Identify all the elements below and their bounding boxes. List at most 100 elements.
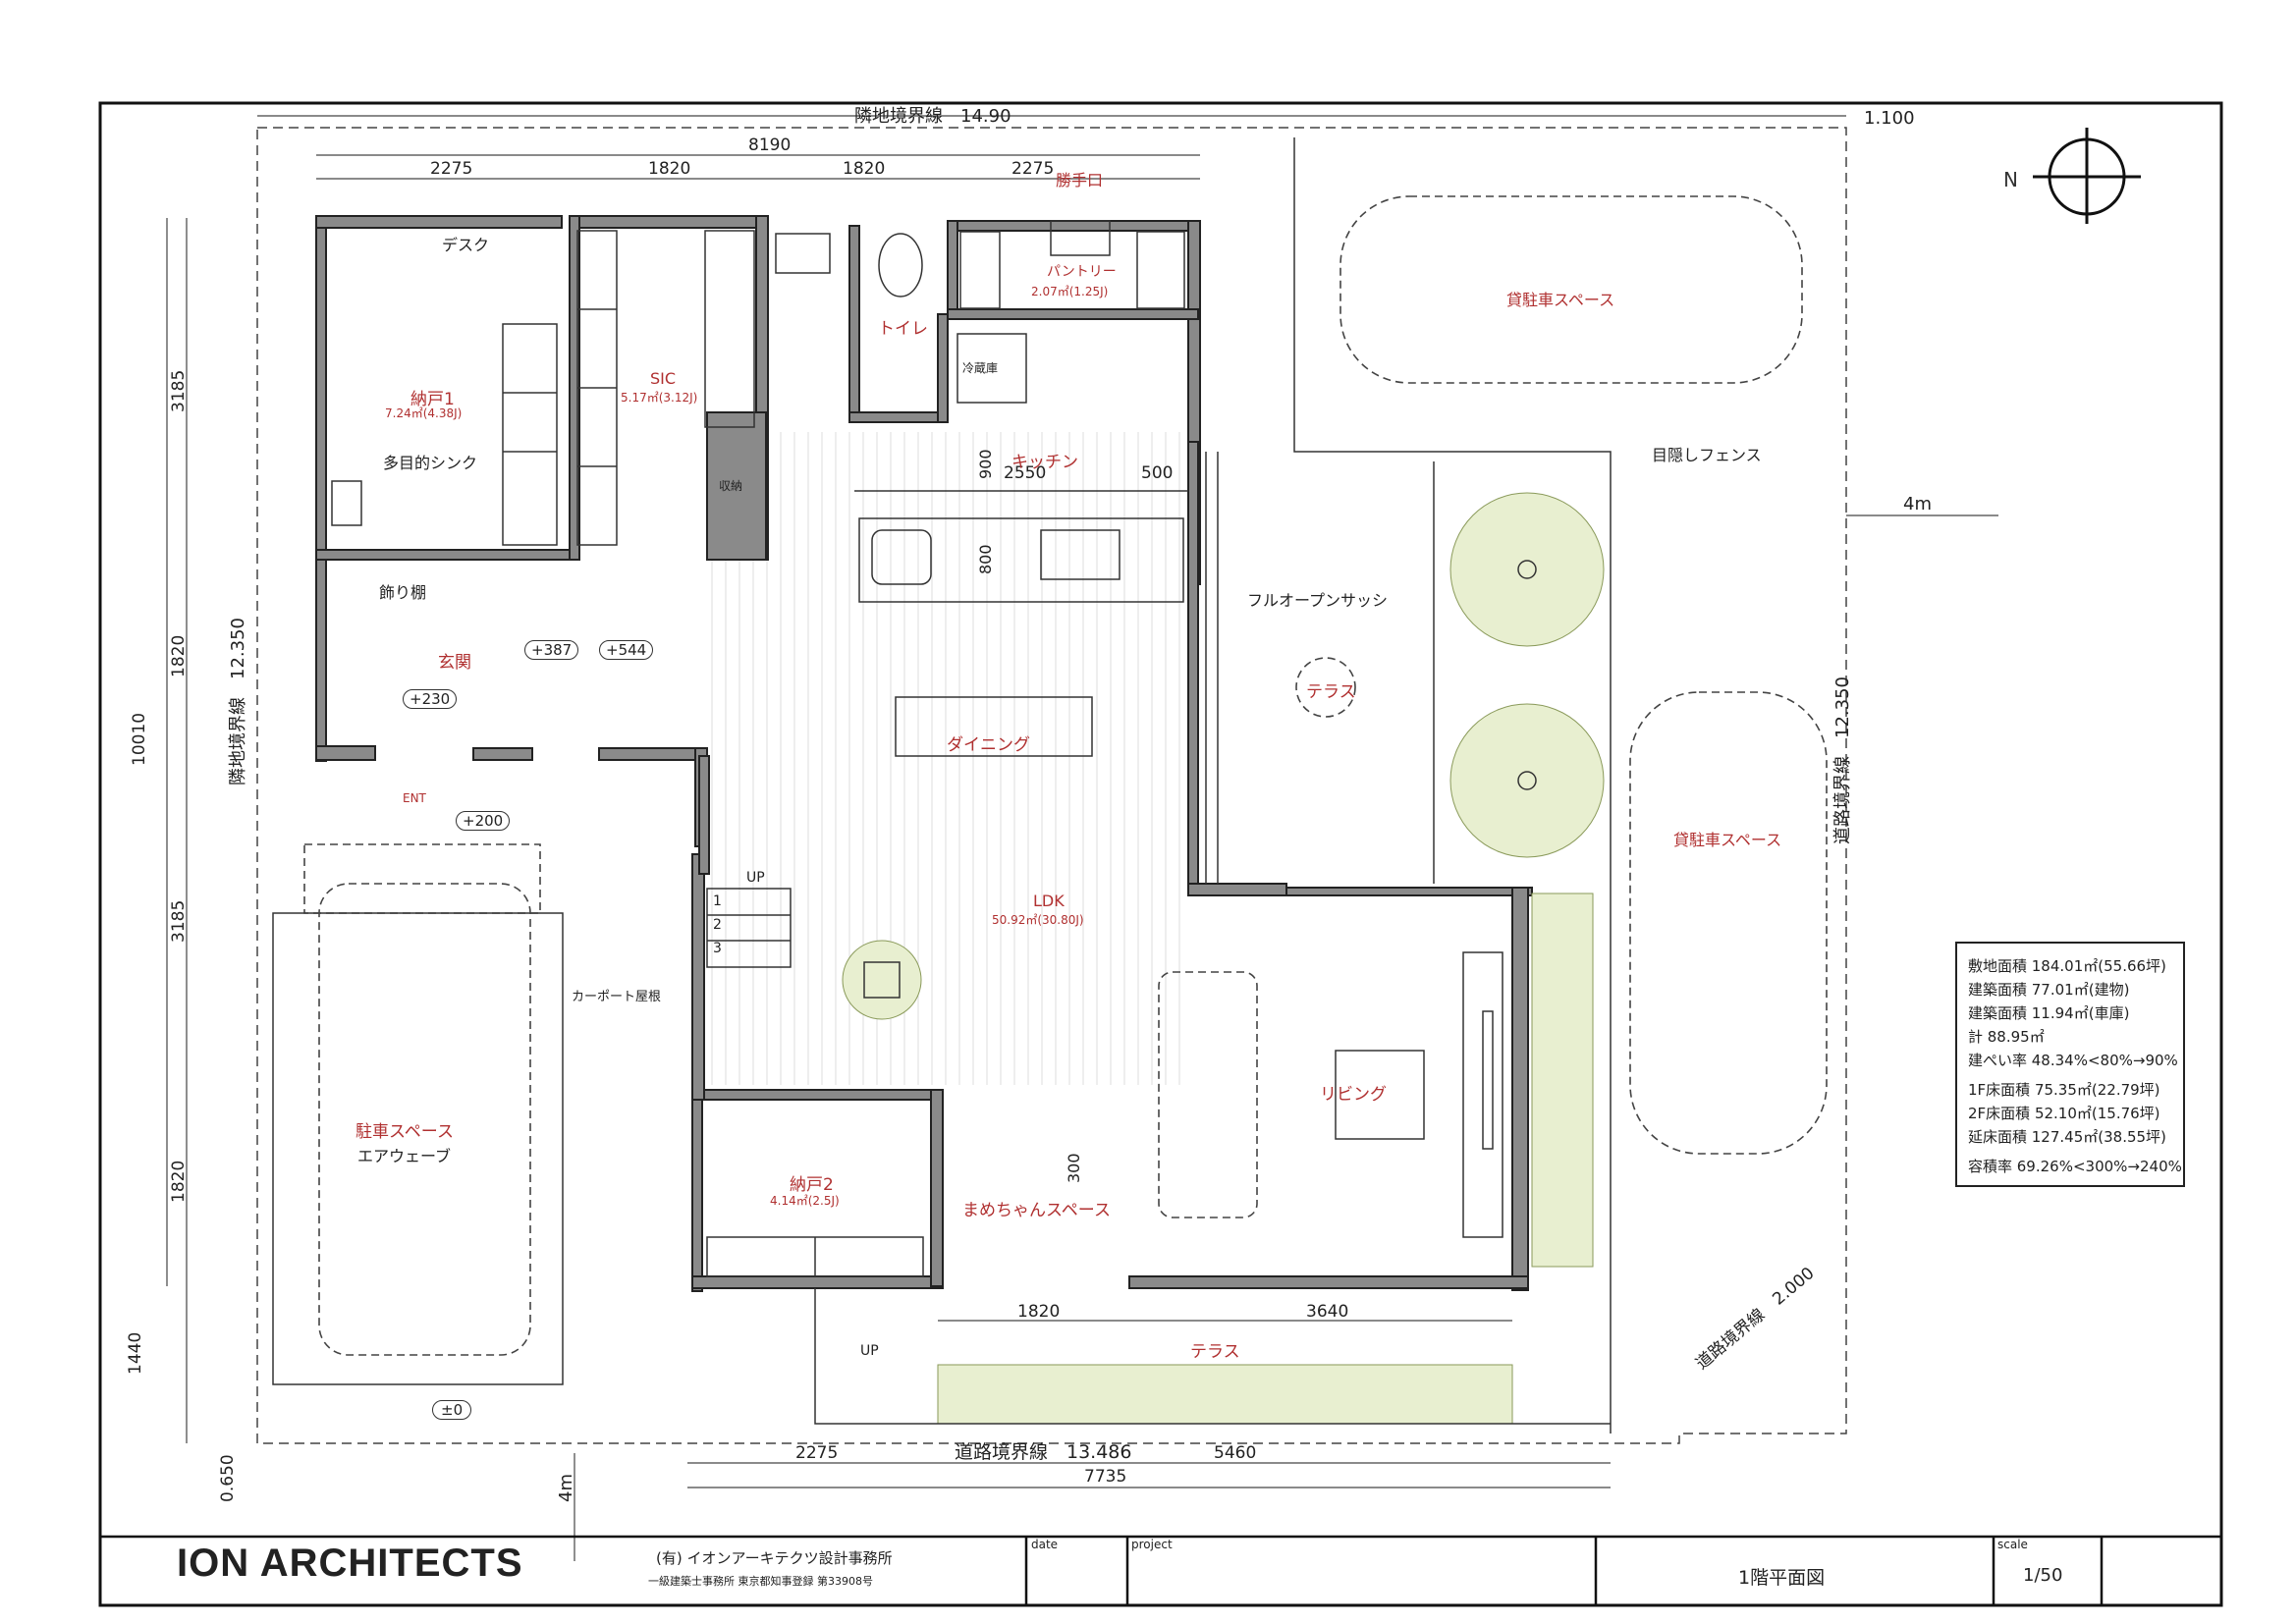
dim-kitchen-2550: 2550 [1004,463,1047,483]
dim-left-e: 1440 [126,1331,145,1375]
dim-top-c: 1820 [843,159,886,179]
label-ldk: LDK [1033,892,1065,910]
north-compass [2033,128,2141,224]
label-stair-2: 2 [713,917,722,933]
boundary-right: 道路境界線 12.350 [1832,676,1853,844]
dining-set [895,696,1093,757]
area-row-1f: 1F床面積 75.35㎡(22.79坪) [1968,1081,2160,1099]
label-sink: 多目的シンク [383,454,478,472]
carport-roof [272,912,564,1385]
area-row-floor-total: 延床面積 127.45㎡(38.55坪) [1968,1128,2166,1146]
label-kitchen: キッチン [1011,453,1078,472]
dim-top-b: 1820 [648,159,691,179]
level-544: +544 [599,640,654,660]
area-table-box [1955,942,2185,1187]
label-pantry: パントリー [1047,264,1117,280]
dim-mame-300: 300 [1065,1153,1083,1183]
label-toilet: トイレ [878,319,928,339]
label-mame-space: まめちゃんスペース [962,1201,1111,1220]
title-block [98,1535,2223,1607]
label-storage2-area: 4.14㎡(2.5J) [770,1194,840,1208]
boundary-top-right: 1.100 [1864,108,1915,129]
label-rent-parking-top: 貸駐車スペース [1506,291,1615,309]
label-terrace-up: UP [860,1343,879,1359]
label-desk: デスク [442,236,490,254]
dim-bottom-total: 7735 [1084,1467,1127,1487]
title-date-label: date [1031,1538,1059,1551]
area-row-garage: 建築面積 11.94㎡(車庫) [1968,1004,2130,1022]
label-living: リビング [1320,1085,1387,1105]
site-boundary [256,127,1847,1444]
note-fence: 目隠しフェンス [1652,446,1762,464]
label-ent: ENT [403,791,426,805]
area-row-building: 建築面積 77.01㎡(建物) [1968,981,2130,999]
dimension-lines [166,115,1998,1561]
label-ldk-area: 50.92㎡(30.80J) [992,913,1084,927]
dim-kitchen-800: 800 [976,544,995,574]
bottom-terrace-edge [814,1288,1611,1425]
drawing-title: 1階平面図 [1738,1567,1826,1589]
dim-bottom-a: 2275 [795,1443,839,1463]
dim-terrace-a: 1820 [1017,1302,1061,1322]
firm-name-jp: (有) イオンアーキテクツ設計事務所 [656,1549,893,1567]
area-row-site: 敷地面積 184.01㎡(55.66坪) [1968,957,2166,975]
car-outline-left [318,883,531,1356]
boundary-left: 隣地境界線 12.350 [228,618,248,785]
firm-logo: ION ARCHITECTS [177,1542,523,1585]
label-terrace-bottom: テラス [1190,1342,1240,1362]
dim-top-total: 8190 [748,135,792,155]
dim-top-a: 2275 [430,159,473,179]
dim-terrace-b: 3640 [1306,1302,1349,1322]
area-table: 敷地面積 184.01㎡(55.66坪) 建築面積 77.01㎡(建物) 建築面… [1968,954,2182,1178]
floor-pattern [711,432,1180,1085]
carport-roof-outline [303,843,541,914]
label-storage1: 納戸1 [410,390,455,409]
dim-left-total: 10010 [130,712,149,766]
note-sash: フルオープンサッシ [1247,591,1389,610]
label-parking: 駐車スペース [355,1122,454,1142]
building-walls [315,215,1533,1292]
dim-left-a: 3185 [169,369,189,412]
dim-kitchen-500: 500 [1141,463,1174,483]
label-rent-parking-right: 貸駐車スペース [1673,831,1782,849]
label-airwave: エアウェーブ [357,1147,452,1165]
dim-left-d: 1820 [169,1160,189,1203]
dim-bottom-b: 5460 [1214,1443,1257,1463]
firm-registration: 一級建築士事務所 東京都知事登録 第33908号 [648,1575,873,1588]
label-storage2: 納戸2 [790,1175,834,1195]
road-right-width: 4m [1903,494,1932,514]
area-row-far: 容積率 69.26%<300%→240% [1968,1158,2182,1175]
compass-label: N [2003,168,2018,191]
label-stair-up: UP [746,870,765,886]
road-bottom-width: 4m [556,1474,576,1502]
title-project-label: project [1131,1538,1173,1551]
title-scale-label: scale [1997,1538,2028,1551]
dim-left-b: 1820 [169,634,189,677]
note-carport: カーポート屋根 [572,990,662,1004]
label-entrance: 玄関 [438,653,471,673]
dim-kitchen-900: 900 [976,449,995,479]
label-display-shelf: 飾り棚 [379,583,427,602]
label-sic-area: 5.17㎡(3.12J) [621,391,698,405]
label-sic: SIC [650,369,677,388]
label-dining: ダイニング [947,735,1030,755]
dim-left-f: 0.650 [218,1454,238,1502]
dim-left-c: 3185 [169,899,189,943]
car-outline-right [1629,691,1828,1155]
level-200: +200 [456,811,511,831]
area-row-coverage: 建ぺい率 48.34%<80%→90% [1968,1052,2178,1069]
level-387: +387 [524,640,579,660]
label-stair-1: 1 [713,893,722,909]
label-storage1-area: 7.24㎡(4.38J) [385,406,463,420]
label-pantry-area: 2.07㎡(1.25J) [1031,285,1109,298]
label-service-door: 勝手口 [1056,171,1104,189]
area-row-total: 計 88.95㎡ [1968,1028,2045,1046]
boundary-top: 隣地境界線 14.90 [854,106,1011,127]
label-stair-3: 3 [713,941,722,956]
interior-fixtures [331,220,1605,1425]
level-zero: ±0 [432,1400,472,1420]
label-shelf: 収納 [719,479,743,493]
label-fridge: 冷蔵庫 [962,361,999,375]
boundary-bottom: 道路境界線 13.486 [955,1441,1132,1463]
level-230: +230 [403,689,458,709]
